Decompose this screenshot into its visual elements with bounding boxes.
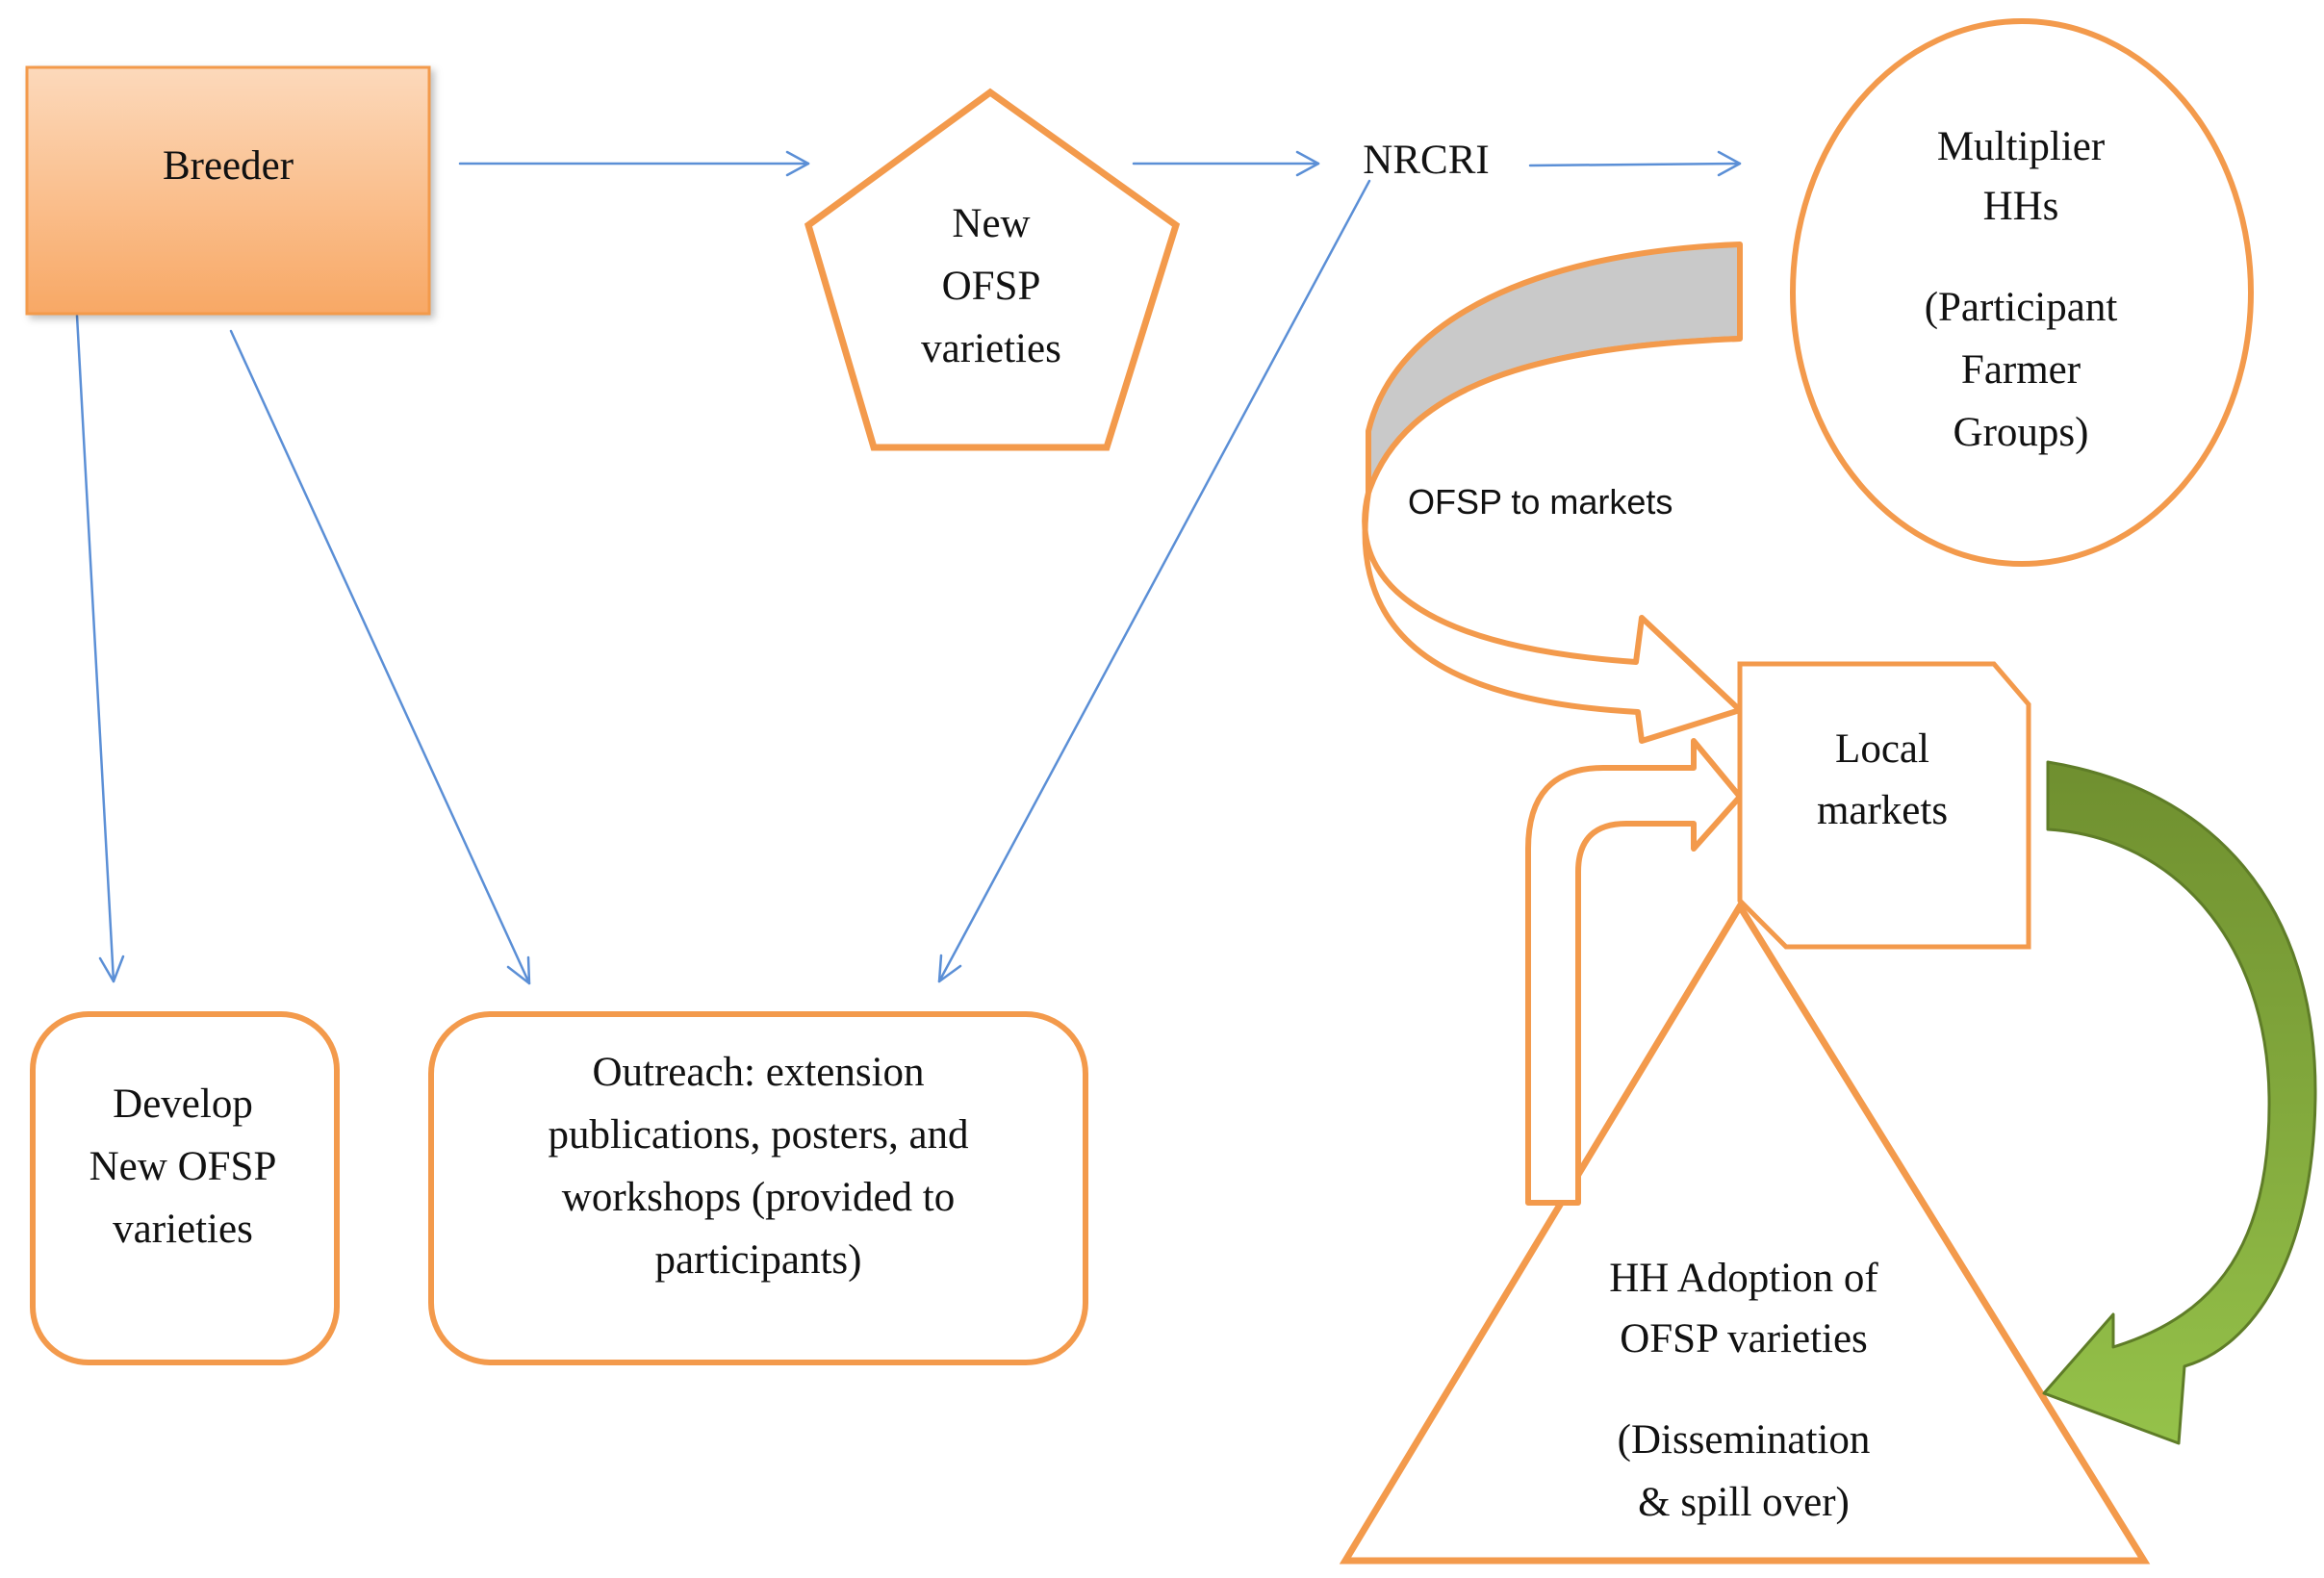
- develop-line-2: New OFSP: [89, 1144, 277, 1189]
- outreach-line-4: participants): [655, 1237, 862, 1283]
- new-varieties-line-3: varieties: [921, 326, 1061, 371]
- multiplier-line-3: (Participant: [1925, 285, 2118, 330]
- adoption-line-2: OFSP varieties: [1620, 1316, 1868, 1362]
- markets-to-adoption-green-arrow: [2042, 760, 2317, 1445]
- outreach-line-2: publications, posters, and: [548, 1112, 968, 1158]
- outreach-node: Outreach: extension publications, poster…: [428, 1011, 1088, 1365]
- connector-nrcri-to-multiplier: [1528, 150, 1742, 177]
- develop-line-1: Develop: [113, 1082, 253, 1127]
- multiplier-line-2: HHs: [1983, 184, 2059, 229]
- adoption-to-markets-arrow: [1525, 738, 1743, 1206]
- develop-line-3: varieties: [113, 1207, 253, 1252]
- ofsp-to-markets-arrow: OFSP to markets: [1362, 242, 1743, 744]
- multiplier-line-5: Groups): [1954, 410, 2089, 455]
- outreach-line-3: workshops (provided to: [562, 1175, 955, 1220]
- local-markets-line-1: Local: [1835, 726, 1929, 772]
- adoption-line-4: & spill over): [1638, 1480, 1850, 1525]
- multiplier-line-4: Farmer: [1961, 347, 2081, 393]
- outreach-line-1: Outreach: extension: [592, 1050, 924, 1095]
- adoption-node: HH Adoption of OFSP varieties (Dissemina…: [1339, 900, 2151, 1565]
- new-varieties-line-2: OFSP: [942, 264, 1041, 309]
- connector-nrcri-to-outreach: [937, 179, 1371, 983]
- new-varieties-node: New OFSP varieties: [804, 88, 1181, 451]
- ofsp-to-markets-label: OFSP to markets: [1408, 482, 1673, 522]
- multiplier-node: Multiplier HHs (Participant Farmer Group…: [1790, 18, 2254, 567]
- connector-breeder-to-outreach: [229, 329, 531, 985]
- adoption-line-3: (Dissemination: [1618, 1417, 1871, 1463]
- adoption-line-1: HH Adoption of: [1609, 1256, 1878, 1301]
- breeder-node: Breeder: [25, 65, 431, 316]
- breeder-label: Breeder: [163, 143, 294, 189]
- connector-breeder-to-develop: [75, 314, 125, 983]
- connector-breeder-to-new-varieties: [458, 150, 810, 177]
- connector-new-varieties-to-nrcri: [1132, 150, 1320, 177]
- nrcri-label: NRCRI: [1363, 138, 1489, 183]
- multiplier-line-1: Multiplier: [1937, 124, 2105, 169]
- new-varieties-line-1: New: [952, 201, 1030, 246]
- curved-arrow-body: [1362, 336, 1743, 744]
- develop-node: Develop New OFSP varieties: [30, 1011, 340, 1365]
- local-markets-line-2: markets: [1817, 788, 1948, 833]
- connectors: [75, 150, 1742, 985]
- local-markets-node: Local markets: [1737, 661, 2031, 950]
